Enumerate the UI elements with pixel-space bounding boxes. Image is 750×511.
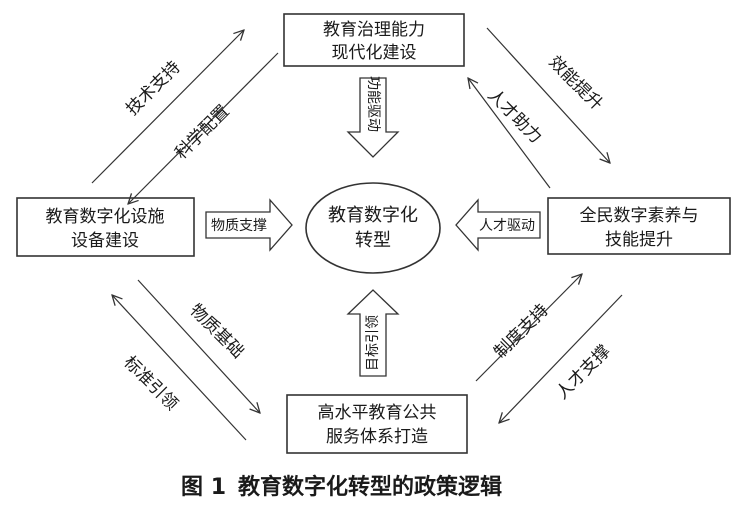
driver-right-label: 人才驱动 [479,218,535,234]
box-right-line-1: 全民数字素养与 [580,206,699,226]
driver-top-label: 功能驱动 [365,76,381,132]
box-top-line-1: 教育治理能力 [323,20,425,40]
figure-title: 教育数字化转型的政策逻辑 [238,474,502,500]
link-top-right-inner-label: 人才助力 [483,85,545,147]
link-top-left-inner-label: 科学配置 [171,101,233,163]
link-bottom-right-inner-label: 制度支持 [490,300,552,362]
box-right-line-2: 技能提升 [605,230,673,250]
box-bottom: 高水平教育公共 服务体系打造 [286,394,468,454]
figure-caption: 图 1 教育数字化转型的政策逻辑 [181,474,502,500]
box-top: 教育治理能力 现代化建设 [283,13,465,67]
link-bottom-left-outer-label: 标准引领 [119,352,181,414]
center-line-2: 转型 [355,230,391,251]
figure-number: 图 1 [181,475,226,500]
driver-left-label: 物质支撑 [211,218,267,234]
link-bottom-right-outer-label: 人才支撑 [552,341,614,403]
driver-arrow-left: 物质支撑 [205,198,293,252]
box-left-line-2: 设备建设 [71,231,139,251]
box-top-line-2: 现代化建设 [332,43,417,63]
center-ellipse: 教育数字化 转型 [305,182,441,274]
center-line-1: 教育数字化 [328,205,418,226]
box-left: 教育数字化设施 设备建设 [16,197,195,257]
driver-arrow-bottom: 目标引领 [346,289,400,377]
link-bottom-right: 制度支持 人才支撑 [475,274,623,423]
link-top-right-outer-label: 效能提升 [544,52,606,114]
link-bottom-left-inner-label: 物质基础 [185,300,247,362]
box-bottom-line-1: 高水平教育公共 [318,403,437,423]
driver-bottom-label: 目标引领 [365,315,381,371]
link-top-left: 技术支持 科学配置 [91,30,279,204]
driver-arrow-top: 功能驱动 [346,76,400,158]
link-top-left-outer-label: 技术支持 [122,57,184,119]
box-right: 全民数字素养与 技能提升 [547,197,731,255]
driver-arrow-right: 人才驱动 [455,198,541,252]
link-bottom-left: 物质基础 标准引领 [112,279,260,441]
box-left-line-1: 教育数字化设施 [46,207,165,227]
box-bottom-line-2: 服务体系打造 [326,427,428,447]
link-top-right: 效能提升 人才助力 [468,27,610,189]
